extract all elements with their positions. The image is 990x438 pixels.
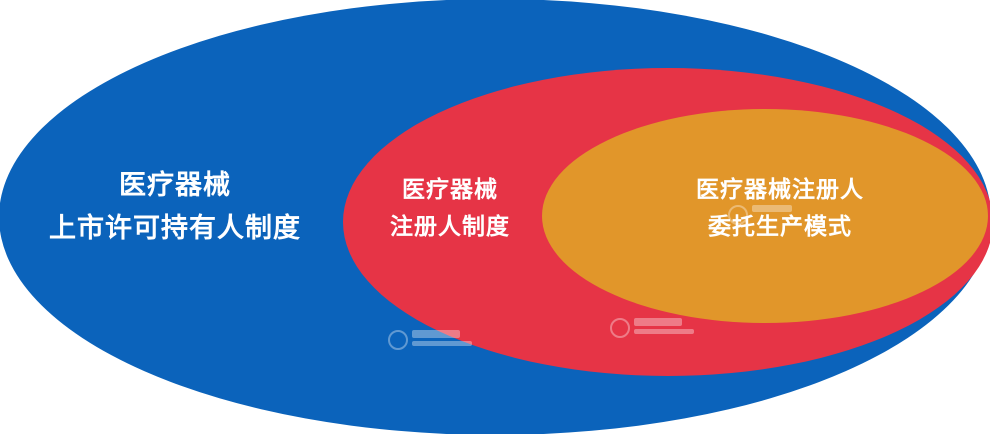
watermark-logo <box>388 330 472 350</box>
inner-set-ellipse <box>542 109 988 323</box>
middle-set-label: 医疗器械 注册人制度 <box>360 172 540 246</box>
watermark-logo <box>610 318 694 338</box>
inner-label-line-1: 医疗器械注册人 <box>696 177 864 203</box>
middle-label-line-1: 医疗器械 <box>402 177 498 203</box>
outer-set-label: 医疗器械 上市许可持有人制度 <box>20 164 330 250</box>
middle-label-line-2: 注册人制度 <box>390 213 510 240</box>
inner-label-line-2: 委托生产模式 <box>708 213 852 240</box>
outer-label-line-2: 上市许可持有人制度 <box>49 213 301 245</box>
watermark-logo <box>728 205 792 225</box>
inner-set-label: 医疗器械注册人 委托生产模式 <box>650 172 910 246</box>
outer-label-line-1: 医疗器械 <box>119 170 231 201</box>
